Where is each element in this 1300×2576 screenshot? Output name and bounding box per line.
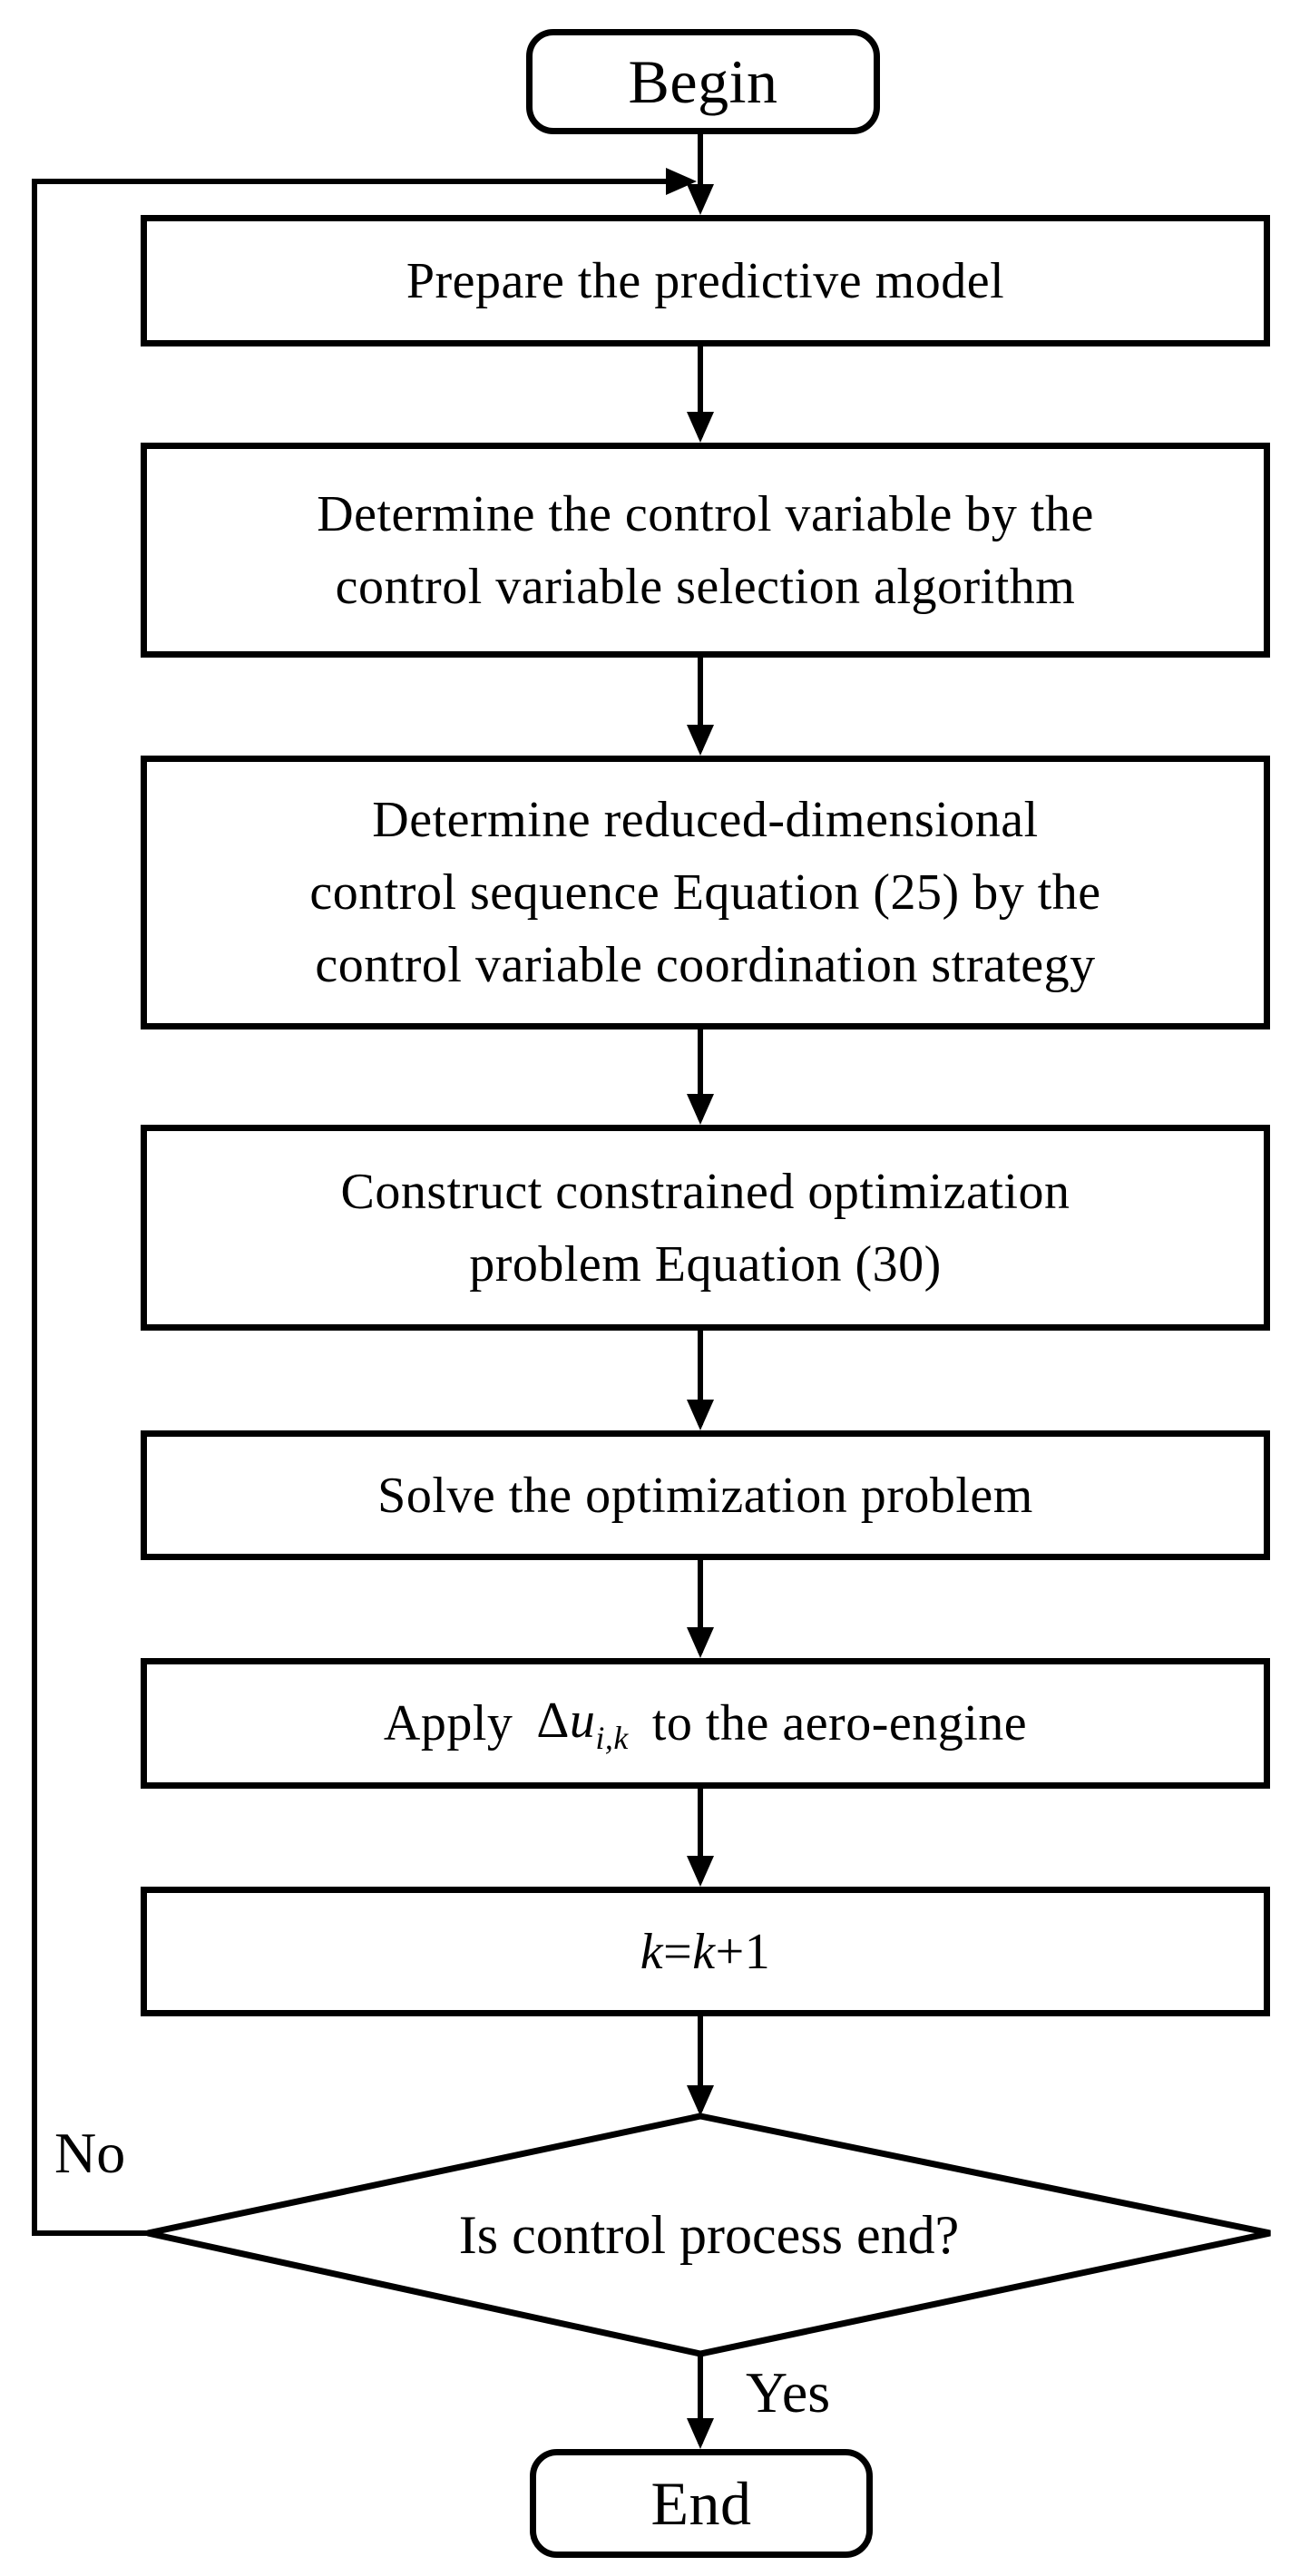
k-symbol: k (692, 1923, 716, 1980)
step-line: Construct constrained optimization (340, 1163, 1070, 1220)
arrowhead-into-step3 (687, 725, 714, 756)
step-label: Solve the optimization problem (377, 1467, 1033, 1524)
process-step-solve-optimization: Solve the optimization problem (141, 1430, 1270, 1560)
apply-prefix: Apply (383, 1695, 513, 1751)
apply-suffix: to the aero-engine (651, 1695, 1028, 1751)
arrowhead-into-step6 (687, 1627, 714, 1658)
yes-branch-label: Yes (746, 2360, 831, 2425)
step-line: control sequence Equation (25) by the (309, 864, 1101, 921)
math-subscript: i,k (595, 1719, 629, 1756)
arrowhead-into-end (687, 2418, 714, 2449)
process-step-construct-optimization: Construct constrained optimization probl… (141, 1125, 1270, 1331)
process-step-prepare-model: Prepare the predictive model (141, 215, 1270, 346)
delta-u-math: Δ u i,k (536, 1684, 629, 1762)
step-label: Prepare the predictive model (406, 252, 1005, 309)
arrowhead-into-step2 (687, 412, 714, 443)
equals-sign: = (663, 1923, 693, 1980)
step-line: control variable selection algorithm (335, 558, 1076, 615)
edge-feedback-no (32, 179, 671, 2236)
decision-diamond-shape (147, 2113, 1271, 2357)
process-step-apply-control: Apply Δ u i,k to the aero-engine (141, 1658, 1270, 1789)
arrowhead-into-step7 (687, 1856, 714, 1887)
end-terminator: End (530, 2449, 873, 2558)
plus-one: +1 (715, 1923, 771, 1980)
step-line: Determine reduced-dimensional (372, 792, 1039, 848)
process-step-determine-control-variable: Determine the control variable by the co… (141, 443, 1270, 658)
step-line: Determine the control variable by the (317, 485, 1094, 542)
begin-terminator: Begin (526, 29, 880, 134)
arrowhead-into-step4 (687, 1094, 714, 1125)
process-step-increment-k: k = k +1 (141, 1887, 1270, 2016)
end-label: End (650, 2469, 752, 2538)
step-line: control variable coordination strategy (315, 937, 1096, 993)
k-symbol: k (640, 1923, 664, 1980)
arrowhead-into-step5 (687, 1400, 714, 1430)
math-variable: u (569, 1693, 596, 1749)
arrowhead-into-step1 (687, 184, 714, 215)
arrowhead-feedback-junction (666, 168, 697, 195)
begin-label: Begin (628, 47, 778, 116)
step-line: problem Equation (30) (469, 1235, 942, 1293)
process-step-determine-control-sequence: Determine reduced-dimensional control se… (141, 756, 1270, 1029)
arrowhead-into-decision (687, 2085, 714, 2116)
decision-diamond: Is control process end? (148, 2116, 1270, 2354)
decision-label: Is control process end? (458, 2204, 960, 2265)
math-delta: Δ (536, 1693, 570, 1749)
no-branch-label: No (54, 2121, 126, 2185)
